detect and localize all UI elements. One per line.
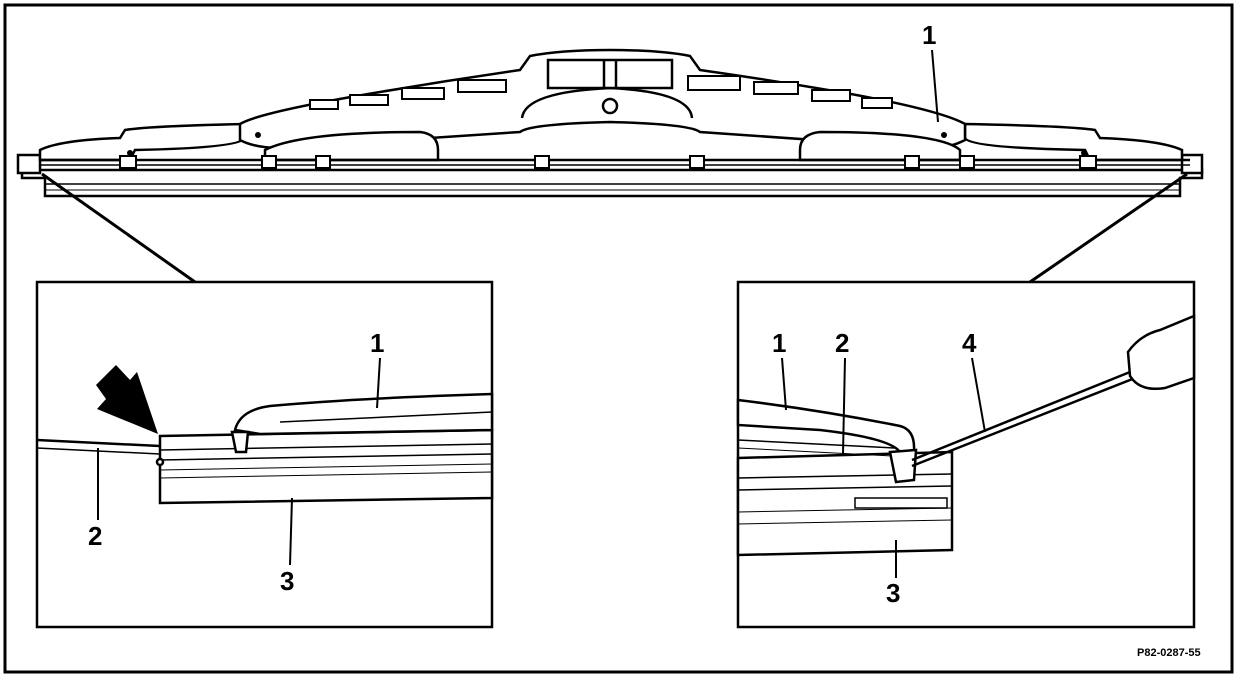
callout-right-4: 4 <box>962 328 977 358</box>
callout-right-3: 3 <box>886 578 900 608</box>
pivot-hole <box>601 97 619 115</box>
figure-reference-code: P82-0287-55 <box>1137 647 1201 659</box>
detail-box-right: 1 2 4 3 <box>736 280 1196 629</box>
callout-main-1: 1 <box>922 20 936 50</box>
direction-arrow <box>96 365 158 434</box>
wiper-bracket-right <box>736 398 916 454</box>
callout-right-2: 2 <box>835 328 849 358</box>
leader-main-1 <box>931 49 939 123</box>
vent-slots-right <box>687 75 893 109</box>
detail-connector-lines <box>41 172 1188 284</box>
rivets <box>127 132 1087 156</box>
retaining-tab <box>888 448 918 484</box>
outer-yoke-left <box>38 122 247 162</box>
callout-right-1: 1 <box>772 328 786 358</box>
callout-left-2: 2 <box>88 521 102 551</box>
detail-box-left: 1 2 3 <box>35 280 494 629</box>
secondary-yoke-right <box>798 130 962 162</box>
screwdriver <box>911 314 1196 468</box>
screwdriver-handle <box>1126 314 1196 390</box>
end-clip-right <box>1180 153 1204 175</box>
callout-left-1: 1 <box>370 328 384 358</box>
main-wiper-view <box>16 48 1204 198</box>
wiper-bracket-left <box>233 392 494 436</box>
callout-left-3: 3 <box>280 566 294 596</box>
main-bridge-frame <box>238 48 967 150</box>
wiper-rubber-strip <box>20 168 1204 198</box>
end-clip-left <box>16 153 42 175</box>
claw-tabs <box>119 155 1097 169</box>
secondary-yoke-left <box>263 130 440 162</box>
arm-attachment-slot <box>546 58 674 90</box>
vent-slots-left <box>309 79 507 110</box>
outer-yoke-right <box>963 122 1184 162</box>
